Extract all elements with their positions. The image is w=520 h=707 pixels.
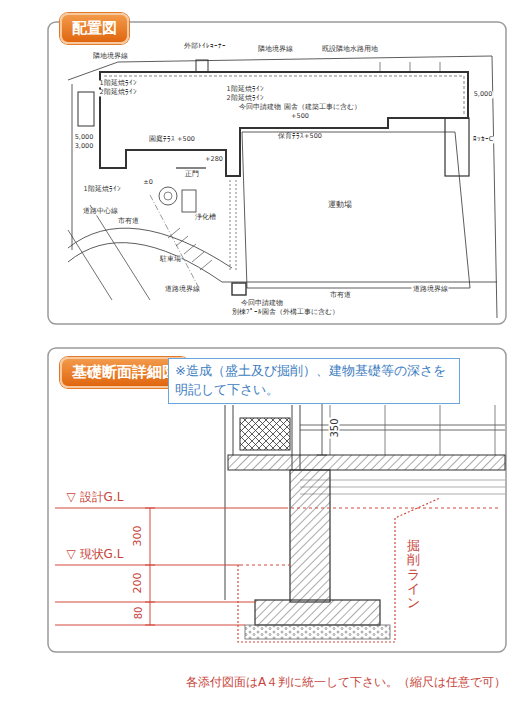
section-badge: 配置図 — [60, 13, 129, 44]
plan-label: 1階延焼ﾗｲﾝ — [82, 186, 121, 193]
node-text: ※造成（盛土及び掘削）、建物基礎等の深さを明記して下さい。 — [175, 362, 453, 400]
plan-label: ﾛｯｶｰC — [472, 136, 495, 143]
plan-label: 道路境界線 — [412, 286, 449, 293]
plan-label: 市有道 — [329, 292, 352, 299]
plan-label: 別棟ﾌﾟｰﾙ園舎（外構工事に含む） — [231, 309, 340, 316]
plan-label: 園庭ﾃﾗｽ +500 — [148, 136, 196, 143]
plan-label: 市有道 — [117, 218, 140, 225]
plan-label: 駐車場 — [159, 256, 182, 263]
plan-label: 2階延焼ﾗｲﾝ — [225, 95, 264, 102]
plan-label: +280 — [204, 156, 224, 163]
plan-label: ±0 — [142, 179, 154, 186]
footer-note: 各添付図面はA４判に統一して下さい。（縮尺は任意で可） — [185, 676, 507, 689]
plan-label: 隣地境界線 — [92, 53, 129, 60]
plan-label: 隣地境界線 — [257, 46, 294, 53]
plan-label: 正門 — [184, 171, 200, 178]
plan-label: +500 — [290, 113, 310, 120]
plan-label: 5,000 — [473, 91, 494, 98]
site-plan — [68, 56, 497, 318]
plan-label: 道路中心線 — [82, 208, 119, 215]
section-label: ▽ 現状G.L — [66, 548, 125, 561]
node-text: 基礎断面詳細図 — [72, 363, 177, 382]
plan-label: 今回申請建物 園舎（建築工事に含む） — [238, 104, 361, 111]
plan-label: 運動場 — [327, 201, 353, 210]
section-drawing — [55, 400, 505, 642]
section-label: 掘削ライン — [406, 539, 421, 610]
plan-label: 今回申請建物 — [240, 300, 284, 307]
panel-frame — [48, 348, 506, 652]
plan-label: 5,000 — [74, 134, 95, 141]
plan-label: 3,000 — [74, 143, 95, 150]
section-label: ▽ 設計G.L — [66, 491, 125, 504]
plan-label: 道路境界線 — [164, 286, 201, 293]
plan-label: 外部ﾄｲﾚｺｰﾅｰ — [183, 43, 227, 50]
plan-label: 既設隣地水路用地 — [321, 46, 379, 53]
plan-label: 保育ﾃﾗｽ+500 — [277, 133, 323, 140]
plan-label: 浄化槽 — [194, 214, 217, 221]
plan-label: 1階延焼ﾗｲﾝ — [225, 86, 264, 93]
node-text: 配置図 — [72, 19, 117, 38]
section-label: 350 — [329, 417, 340, 438]
section-label: 80 — [133, 606, 144, 621]
section-label: 200 — [132, 572, 144, 595]
plan-label: 2階延焼ﾗｲﾝ — [98, 89, 137, 96]
panel-frame — [48, 22, 506, 324]
section-label: 300 — [132, 525, 144, 548]
plan-label: 1階延焼ﾗｲﾝ — [98, 80, 137, 87]
instruction-note: ※造成（盛土及び掘削）、建物基礎等の深さを明記して下さい。 — [168, 358, 460, 404]
